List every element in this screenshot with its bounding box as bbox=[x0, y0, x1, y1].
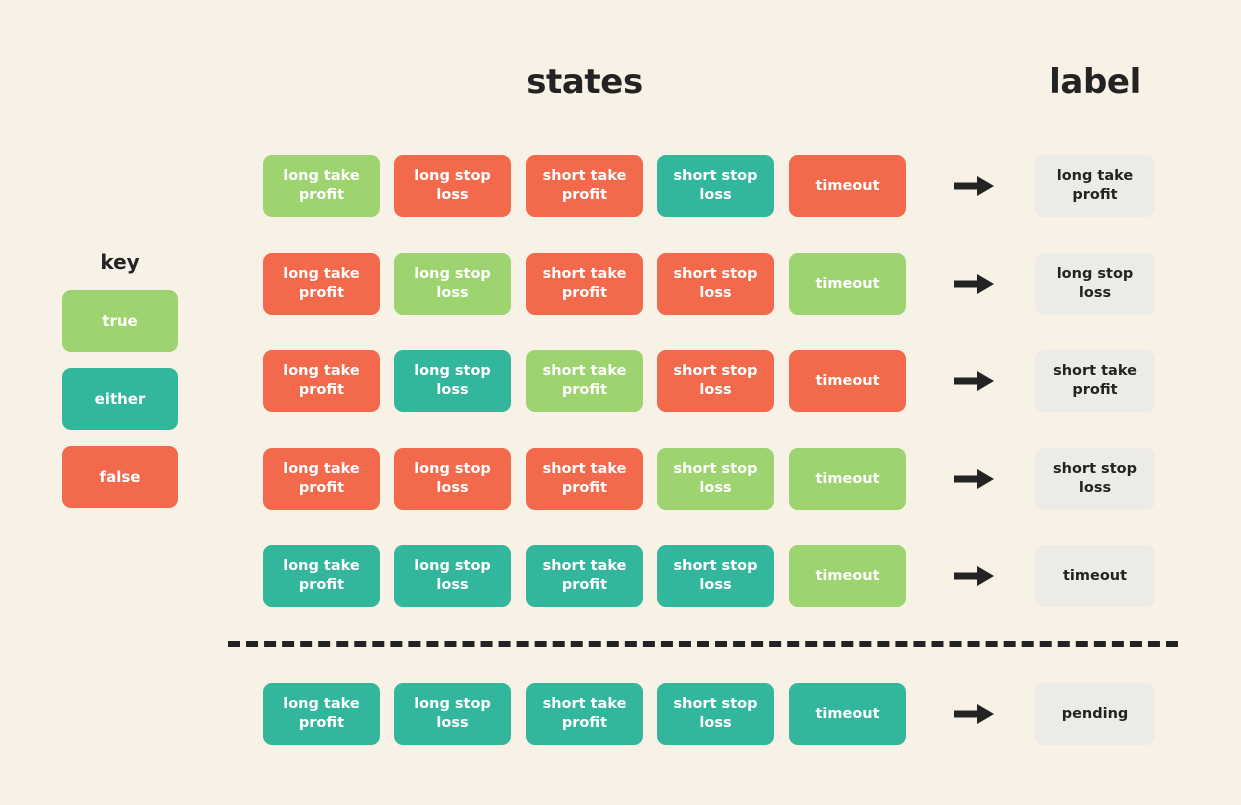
state-chip-label: short take profit bbox=[542, 558, 627, 593]
state-chip-short-stop-loss[interactable]: short stop loss bbox=[657, 155, 774, 217]
state-chip-short-take-profit[interactable]: short take profit bbox=[526, 253, 643, 315]
state-chip-label: timeout bbox=[815, 372, 880, 389]
matrix-row: long take profit long stop loss short take… bbox=[263, 253, 1155, 315]
arrow-right-icon bbox=[951, 271, 997, 297]
state-chip-short-take-profit[interactable]: short take profit bbox=[526, 448, 643, 510]
arrow-right-icon bbox=[951, 563, 997, 589]
state-chip-short-stop-loss[interactable]: short stop loss bbox=[657, 350, 774, 412]
state-chip-long-take-profit[interactable]: long take profit bbox=[263, 545, 380, 607]
state-chip-label: long stop loss bbox=[414, 461, 491, 496]
state-chip-long-take-profit[interactable]: long take profit bbox=[263, 253, 380, 315]
state-chip-long-stop-loss[interactable]: long stop loss bbox=[394, 350, 511, 412]
state-chip-label: short take profit bbox=[542, 363, 627, 398]
state-chip-long-take-profit[interactable]: long take profit bbox=[263, 155, 380, 217]
matrix-row: long take profit long stop loss short take… bbox=[263, 545, 1155, 607]
state-chip-label: long stop loss bbox=[414, 696, 491, 731]
state-chip-long-stop-loss[interactable]: long stop loss bbox=[394, 155, 511, 217]
label-chip[interactable]: short take profit bbox=[1035, 350, 1155, 412]
key-swatch-list: true either false bbox=[62, 290, 178, 508]
state-chip-label: short take profit bbox=[542, 168, 627, 203]
key-swatch-label: either bbox=[94, 390, 146, 408]
state-chip-long-take-profit[interactable]: long take profit bbox=[263, 350, 380, 412]
label-chip-text: short take profit bbox=[1053, 363, 1137, 398]
state-chip-label: timeout bbox=[815, 470, 880, 487]
label-chip[interactable]: long take profit bbox=[1035, 155, 1155, 217]
label-chip[interactable]: short stop loss bbox=[1035, 448, 1155, 510]
label-chip-text: pending bbox=[1061, 705, 1129, 722]
key-swatch-label: true bbox=[102, 312, 138, 330]
state-chip-label: long take profit bbox=[283, 363, 360, 398]
matrix-row: long take profit long stop loss short take… bbox=[263, 683, 1155, 745]
state-chip-label: long take profit bbox=[283, 461, 360, 496]
state-chip-label: short take profit bbox=[542, 266, 627, 301]
state-chip-timeout[interactable]: timeout bbox=[789, 545, 906, 607]
state-chip-short-take-profit[interactable]: short take profit bbox=[526, 683, 643, 745]
state-chip-long-stop-loss[interactable]: long stop loss bbox=[394, 683, 511, 745]
label-chip[interactable]: pending bbox=[1035, 683, 1155, 745]
state-chip-short-stop-loss[interactable]: short stop loss bbox=[657, 448, 774, 510]
state-chip-label: long take profit bbox=[283, 168, 360, 203]
state-chip-timeout[interactable]: timeout bbox=[789, 155, 906, 217]
arrow-right-icon bbox=[951, 701, 997, 727]
matrix-row: long take profit long stop loss short take… bbox=[263, 448, 1155, 510]
state-chip-short-take-profit[interactable]: short take profit bbox=[526, 350, 643, 412]
state-chip-label: short stop loss bbox=[673, 461, 758, 496]
state-chip-label: timeout bbox=[815, 705, 880, 722]
section-divider bbox=[228, 641, 1178, 647]
state-chip-short-stop-loss[interactable]: short stop loss bbox=[657, 253, 774, 315]
state-chip-label: short stop loss bbox=[673, 168, 758, 203]
state-chip-timeout[interactable]: timeout bbox=[789, 448, 906, 510]
state-chip-label: timeout bbox=[815, 177, 880, 194]
state-chip-label: short stop loss bbox=[673, 266, 758, 301]
key-swatch-true: true bbox=[62, 290, 178, 352]
label-chip-text: short stop loss bbox=[1053, 461, 1137, 496]
state-chip-label: timeout bbox=[815, 567, 880, 584]
state-chip-label: long stop loss bbox=[414, 266, 491, 301]
label-chip[interactable]: timeout bbox=[1035, 545, 1155, 607]
state-chip-timeout[interactable]: timeout bbox=[789, 253, 906, 315]
state-chip-label: long stop loss bbox=[414, 558, 491, 593]
state-chip-label: timeout bbox=[815, 275, 880, 292]
key-swatch-label: false bbox=[99, 468, 141, 486]
key-swatch-false: false bbox=[62, 446, 178, 508]
key-title: key bbox=[100, 250, 140, 274]
arrow-right-icon bbox=[951, 466, 997, 492]
state-chip-label: short stop loss bbox=[673, 363, 758, 398]
state-chip-long-take-profit[interactable]: long take profit bbox=[263, 683, 380, 745]
label-chip-text: timeout bbox=[1062, 567, 1128, 584]
state-chip-long-stop-loss[interactable]: long stop loss bbox=[394, 545, 511, 607]
matrix-row: long take profit long stop loss short take… bbox=[263, 350, 1155, 412]
arrow-right-icon bbox=[951, 173, 997, 199]
key-swatch-either: either bbox=[62, 368, 178, 430]
label-chip-text: long stop loss bbox=[1056, 266, 1134, 301]
state-chip-timeout[interactable]: timeout bbox=[789, 683, 906, 745]
label-chip-text: long take profit bbox=[1056, 168, 1134, 203]
state-chip-long-take-profit[interactable]: long take profit bbox=[263, 448, 380, 510]
state-chip-label: long stop loss bbox=[414, 168, 491, 203]
state-chip-short-stop-loss[interactable]: short stop loss bbox=[657, 683, 774, 745]
key-legend: key true either false bbox=[62, 252, 178, 524]
state-chip-short-take-profit[interactable]: short take profit bbox=[526, 545, 643, 607]
state-chip-label: long take profit bbox=[283, 558, 360, 593]
state-chip-label: short stop loss bbox=[673, 558, 758, 593]
state-chip-short-take-profit[interactable]: short take profit bbox=[526, 155, 643, 217]
state-chip-label: long take profit bbox=[283, 266, 360, 301]
state-chip-label: long stop loss bbox=[414, 363, 491, 398]
state-chip-label: short stop loss bbox=[673, 696, 758, 731]
label-column-heading: label bbox=[1049, 62, 1141, 102]
state-chip-label: short take profit bbox=[542, 461, 627, 496]
state-chip-long-stop-loss[interactable]: long stop loss bbox=[394, 448, 511, 510]
label-chip[interactable]: long stop loss bbox=[1035, 253, 1155, 315]
state-chip-label: long take profit bbox=[283, 696, 360, 731]
arrow-right-icon bbox=[951, 368, 997, 394]
state-chip-long-stop-loss[interactable]: long stop loss bbox=[394, 253, 511, 315]
state-chip-timeout[interactable]: timeout bbox=[789, 350, 906, 412]
matrix-row: long take profit long stop loss short take… bbox=[263, 155, 1155, 217]
state-chip-short-stop-loss[interactable]: short stop loss bbox=[657, 545, 774, 607]
states-column-heading: states bbox=[526, 62, 643, 102]
state-chip-label: short take profit bbox=[542, 696, 627, 731]
